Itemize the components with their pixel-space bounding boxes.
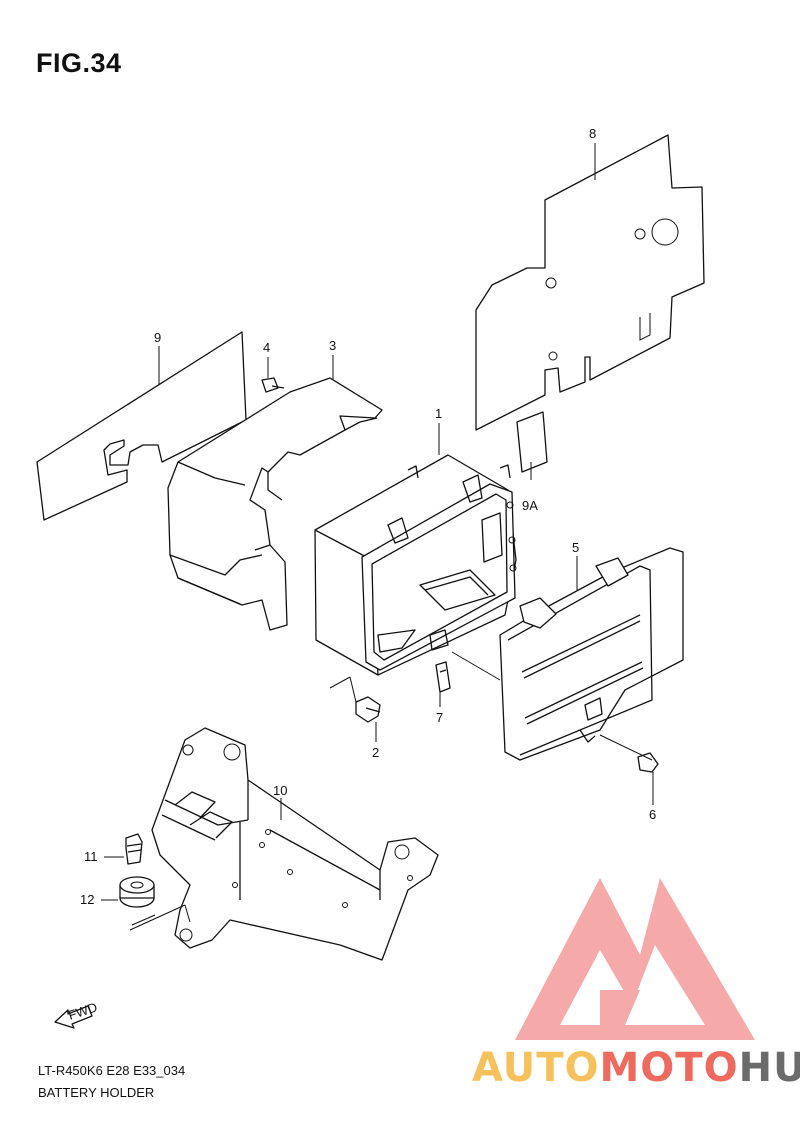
callout-12: 12	[80, 892, 94, 907]
part-11-shape	[125, 833, 143, 865]
part-5-shape	[499, 547, 684, 761]
watermark-part-hub: HUB	[738, 1045, 800, 1091]
part-9-shape	[36, 331, 247, 521]
callout-1: 1	[435, 406, 442, 421]
callout-2: 2	[372, 745, 379, 760]
callout-8: 8	[589, 126, 596, 141]
figure-caption: BATTERY HOLDER	[38, 1085, 155, 1100]
figure-title: FIG.34	[36, 48, 122, 78]
callout-5: 5	[572, 540, 579, 555]
part-10-shape	[151, 727, 439, 961]
callout-11: 11	[84, 849, 98, 864]
callout-3: 3	[329, 338, 336, 353]
watermark-part-moto: MOTO	[599, 1045, 739, 1091]
callout-9a: 9A	[522, 498, 538, 513]
part-4-shape	[261, 377, 285, 393]
callout-labels: 8 9 4 3 1 9A 5 7 2 6 10 11 12	[80, 126, 656, 907]
watermark-logo	[515, 878, 755, 1040]
callout-4: 4	[263, 340, 270, 355]
watermark-part-auto: AUTO	[472, 1045, 600, 1091]
part-6-shape	[637, 752, 659, 773]
part-12-shape	[119, 876, 155, 908]
part-7-shape	[435, 661, 451, 693]
part-3-shape	[167, 377, 383, 631]
part-2-shape	[355, 696, 381, 723]
callout-9: 9	[154, 330, 161, 345]
part-1-shape	[314, 454, 517, 676]
fwd-arrow: FWD	[54, 999, 99, 1029]
leader-lines	[101, 143, 654, 931]
callout-7: 7	[436, 710, 443, 725]
callout-10: 10	[273, 783, 287, 798]
callout-6: 6	[649, 807, 656, 822]
model-code: LT-R450K6 E28 E33_034	[38, 1063, 186, 1078]
part-9a-shape	[516, 411, 548, 473]
watermark-text: AUTOMOTOHUB	[472, 1045, 800, 1091]
part-8-shape	[475, 134, 705, 431]
